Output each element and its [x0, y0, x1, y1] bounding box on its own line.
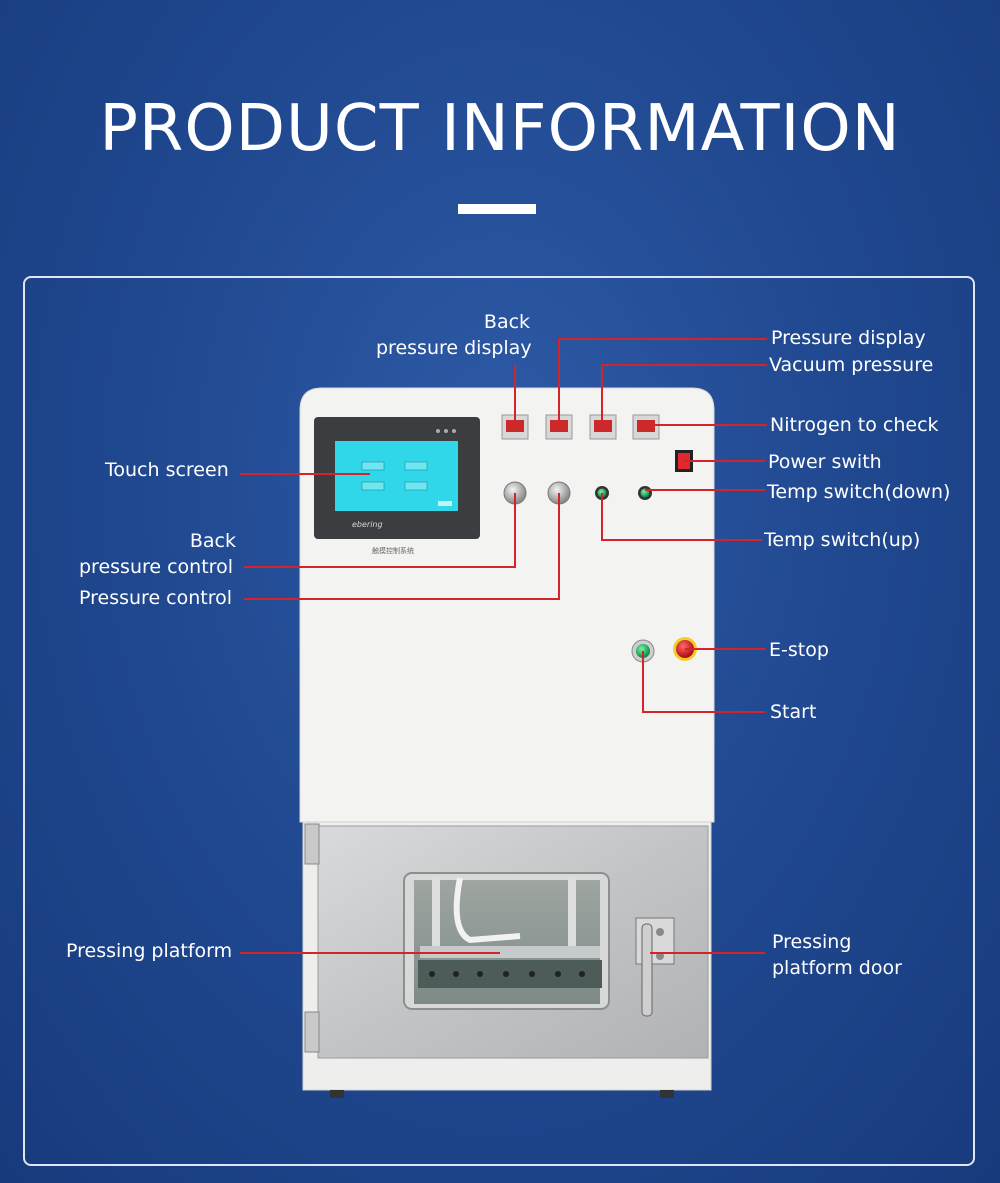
label-temp-switch-up: Temp switch(up) [764, 529, 921, 551]
label-pressing: Pressing [772, 931, 852, 953]
label-back: Back [452, 309, 562, 335]
label-power-switch: Power swith [768, 451, 882, 473]
label-e-stop: E-stop [769, 639, 829, 661]
touch-screen: ebering 触摸控制系统 [314, 417, 480, 555]
label-temp-switch-down: Temp switch(down) [767, 481, 951, 503]
label-back-pressure-control: pressure control [79, 556, 233, 578]
screen-caption: 触摸控制系统 [372, 546, 414, 555]
label-pressing-platform: Pressing platform [66, 940, 233, 962]
leader-back-pressure-control [244, 493, 516, 568]
label-nitrogen-to-check: Nitrogen to check [770, 414, 939, 436]
label-back-pressure-display: pressure display [376, 337, 532, 359]
label-vacuum-pressure: Vacuum pressure [769, 354, 934, 376]
page-title: PRODUCT INFORMATION [99, 92, 901, 166]
door-latch [635, 917, 675, 1017]
label-platform-door: platform door [772, 957, 902, 979]
label-back-text: Back [483, 311, 531, 333]
leader-temp-up [601, 493, 762, 541]
leader-pressure-display [558, 338, 767, 427]
leader-pressure-control [244, 493, 560, 600]
pressing-chamber-window [403, 872, 610, 1010]
content-frame [23, 276, 975, 1166]
screen-brand: ebering [352, 520, 383, 529]
title-underline [458, 204, 536, 214]
label-start: Start [770, 701, 817, 723]
leader-vacuum-pressure [601, 364, 767, 427]
label-pressure-display: Pressure display [771, 327, 926, 349]
label-touch-screen: Touch screen [105, 459, 229, 481]
label-pressure-control: Pressure control [79, 587, 233, 609]
label-back-2: Back [189, 530, 236, 552]
leader-start [642, 651, 765, 713]
